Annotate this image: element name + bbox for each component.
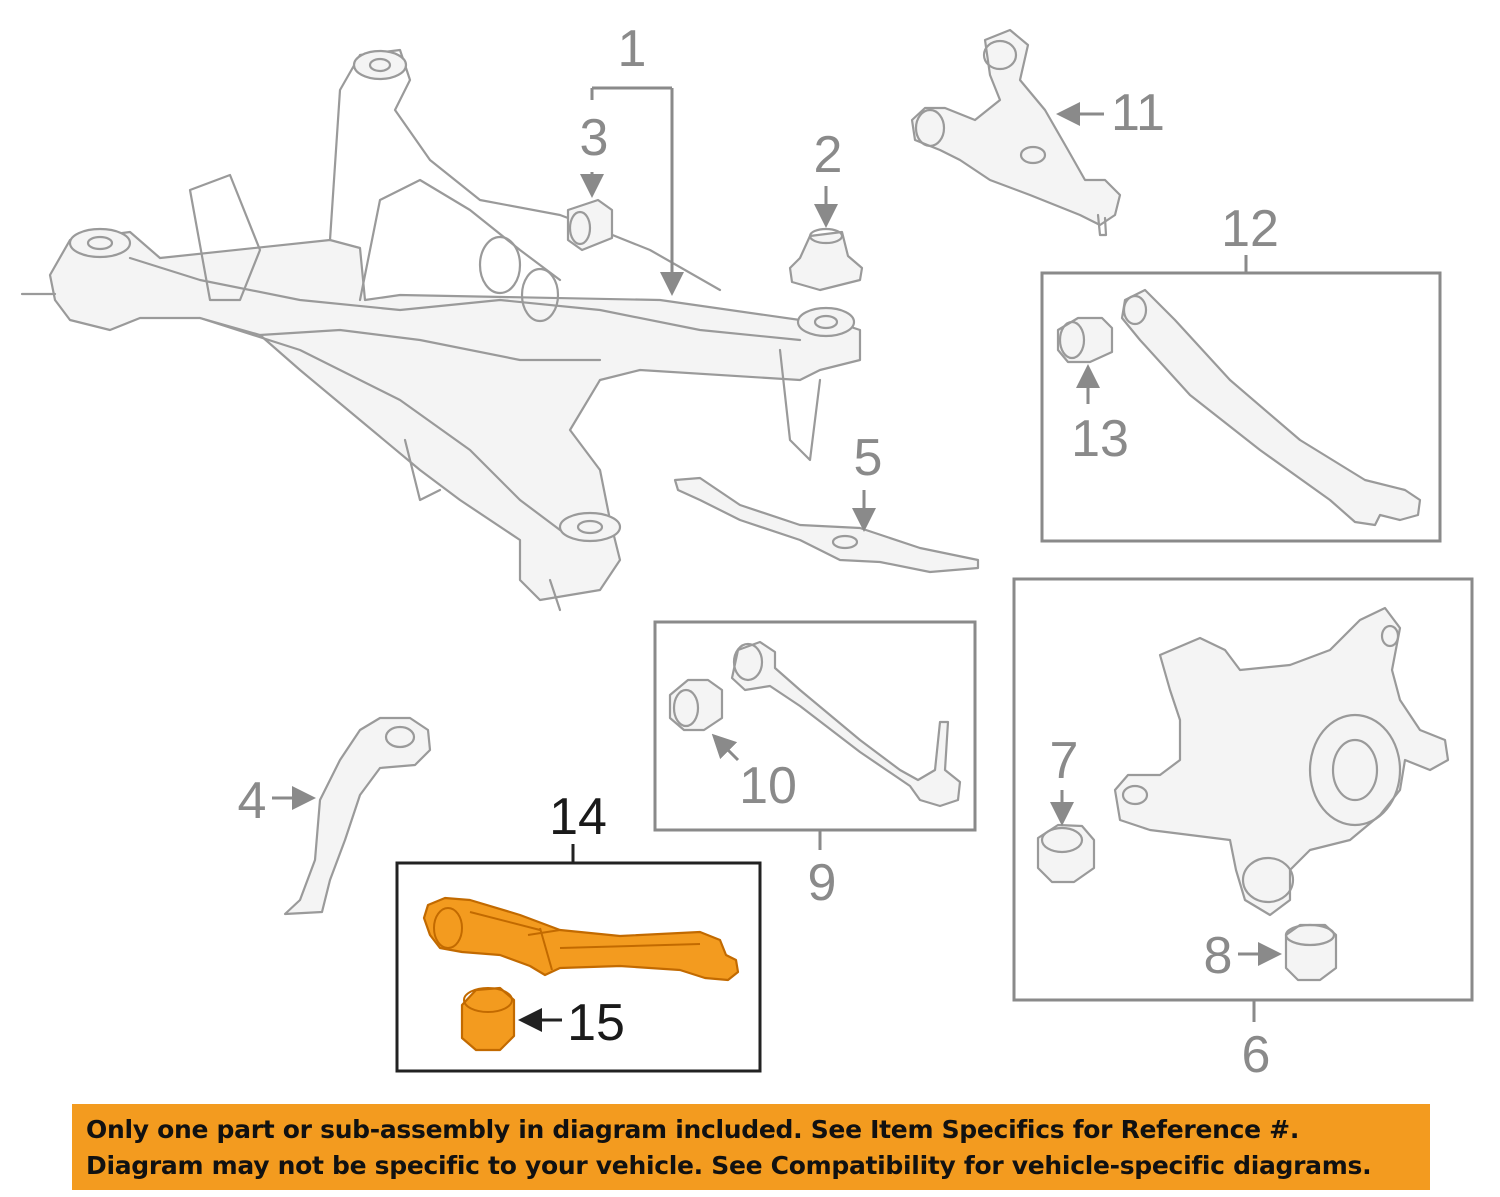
box-6 xyxy=(1012,577,1474,1002)
callout-12: 12 xyxy=(1221,200,1279,258)
callout-1: 1 xyxy=(618,20,647,78)
brace-part-5 xyxy=(673,476,980,574)
callout-numbers: 1 3 2 11 12 13 5 4 10 9 7 8 6 14 15 xyxy=(238,20,1279,1084)
callout-4: 4 xyxy=(238,772,267,830)
callout-9: 9 xyxy=(808,854,837,912)
mount-part-2 xyxy=(788,227,864,292)
disclaimer-line-2: Diagram may not be specific to your vehi… xyxy=(86,1151,1372,1180)
callout-6: 6 xyxy=(1242,1026,1271,1084)
callout-10: 10 xyxy=(739,757,797,815)
bracket-part-4 xyxy=(283,716,432,916)
disclaimer-banner: Only one part or sub-assembly in diagram… xyxy=(72,1104,1430,1190)
callout-8: 8 xyxy=(1204,927,1233,985)
box-12 xyxy=(1040,271,1442,543)
callout-13: 13 xyxy=(1071,410,1129,468)
callout-11: 11 xyxy=(1111,84,1165,142)
disclaimer-line-1: Only one part or sub-assembly in diagram… xyxy=(86,1115,1300,1144)
upper-arm-part-11 xyxy=(910,28,1122,237)
bushing-part-3 xyxy=(566,198,614,252)
callout-7: 7 xyxy=(1050,732,1079,790)
crossmember-part xyxy=(20,48,862,612)
callout-15: 15 xyxy=(567,994,625,1052)
box-14 xyxy=(395,861,762,1073)
box-9 xyxy=(653,620,977,832)
callout-5: 5 xyxy=(854,429,883,487)
callout-3: 3 xyxy=(580,109,609,167)
callout-2: 2 xyxy=(814,126,843,184)
leader-lines xyxy=(272,86,1282,1032)
callout-14: 14 xyxy=(549,788,607,846)
